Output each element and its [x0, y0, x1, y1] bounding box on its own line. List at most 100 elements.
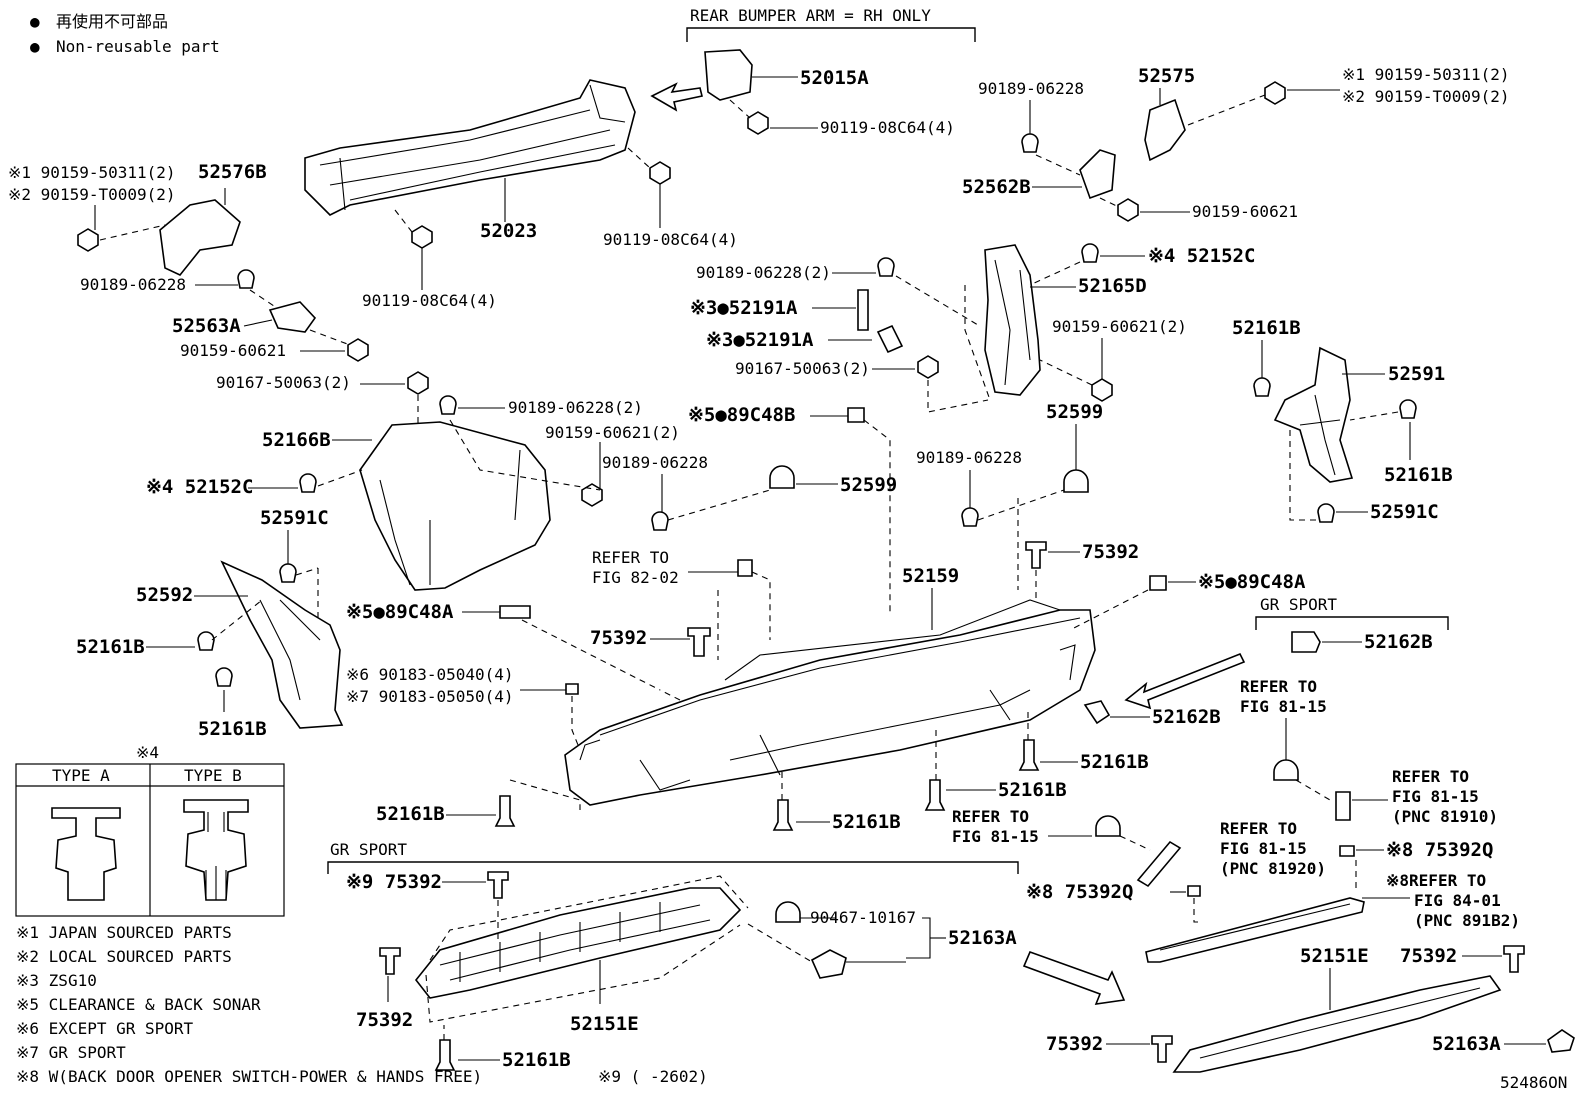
- retainer-icon: [487, 871, 509, 899]
- bolt-icon: [747, 111, 769, 135]
- label-52575: 52575: [1138, 65, 1195, 87]
- cover-52163A-right-drawing: [1547, 1029, 1575, 1053]
- label-52023: 52023: [480, 220, 537, 242]
- direction-arrow-icon: [1124, 652, 1246, 710]
- refer-81-15-d-line1: REFER TO: [1220, 819, 1297, 838]
- refer-82-02-line2: FIG 82-02: [592, 568, 679, 587]
- label-52591: 52591: [1388, 363, 1445, 385]
- label-x5-89C48A-left: ※5●89C48A: [346, 601, 454, 623]
- bolt-icon: [1117, 198, 1139, 222]
- label-52591C-right: 52591C: [1370, 501, 1439, 523]
- bolt-icon: [649, 161, 671, 185]
- type-a-header: TYPE A: [52, 766, 110, 785]
- label-75392-d: 75392: [1400, 945, 1457, 967]
- garnish-52151E-right-drawing: [1172, 975, 1502, 1073]
- refer-81-15-b-line1: REFER TO: [1392, 767, 1469, 786]
- clip-icon: [565, 683, 579, 695]
- type-b-header: TYPE B: [184, 766, 242, 785]
- note-6: ※6 EXCEPT GR SPORT: [16, 1019, 194, 1038]
- note-1: ※1 JAPAN SOURCED PARTS: [16, 923, 232, 942]
- label-90159-60621-2-a: 90159-60621(2): [545, 423, 680, 442]
- label-52165D: 52165D: [1078, 275, 1147, 297]
- label-x8-75392Q-b: ※8 75392Q: [1026, 881, 1133, 903]
- middle-upper-group: 90189-06228(2) ※3●52191A ※3●52191A 90167…: [602, 257, 989, 615]
- clip-icon: [651, 511, 669, 531]
- clip-icon: [924, 779, 946, 811]
- clip-icon: [439, 395, 457, 415]
- bolt-icon: [581, 483, 603, 507]
- center-sensor-group: ※5●89C48A ※6 90183-05040(4) ※7 90183-050…: [346, 548, 771, 751]
- label-52592: 52592: [136, 584, 193, 606]
- label-52599-a: 52599: [840, 474, 897, 496]
- part-52165D-group: ※4 52152C 52165D 90159-60621(2) 52599 90…: [916, 243, 1255, 590]
- label-52161B-mid-1: 52161B: [1080, 751, 1149, 773]
- note-5: ※5 CLEARANCE & BACK SONAR: [16, 995, 261, 1014]
- label-90159-60621-left: 90159-60621: [180, 341, 286, 360]
- gr-sport-header-upper: GR SPORT: [1260, 595, 1337, 614]
- label-x1-90159-50311-left: ※1 90159-50311(2): [8, 163, 176, 182]
- clip-icon: [877, 257, 895, 277]
- gr-sport-right-group: GR SPORT 52162B: [1255, 595, 1449, 653]
- label-90467-10167: 90467-10167: [810, 908, 916, 927]
- label-90119-08C64-c: 90119-08C64(4): [362, 291, 497, 310]
- clip-icon: [279, 563, 297, 583]
- label-x8-75392Q-a: ※8 75392Q: [1386, 839, 1493, 861]
- sensor-bracket-icon: [499, 605, 531, 619]
- label-75392-e: 75392: [1046, 1033, 1103, 1055]
- switch-strip-group: ※8 75392Q ※8 75392Q ※8REFER TO FIG 84-01…: [1026, 839, 1520, 963]
- notes: ※1 JAPAN SOURCED PARTS ※2 LOCAL SOURCED …: [16, 923, 1567, 1092]
- refer-81-15-a-line1: REFER TO: [1240, 677, 1317, 696]
- label-x5-89C48B: ※5●89C48B: [688, 404, 795, 426]
- clip-icon: [197, 631, 215, 651]
- sensor-bracket-icon: [1149, 575, 1167, 591]
- cover-52163A-drawing: [810, 949, 847, 979]
- refer-81-15-c-line2: FIG 81-15: [952, 827, 1039, 846]
- refer-81-15-a-line2: FIG 81-15: [1240, 697, 1327, 716]
- rear-bumper-arm-bracket: [686, 27, 976, 42]
- label-52166B: 52166B: [262, 429, 331, 451]
- label-52162B-a: 52162B: [1152, 706, 1221, 728]
- refer-84-01-line1: ※8REFER TO: [1386, 871, 1486, 890]
- clip-icon: [1081, 243, 1099, 263]
- retainer-icon: [1025, 541, 1047, 569]
- reflector-81920-drawing: [1136, 840, 1182, 888]
- refer-81-15-b-line2: FIG 81-15: [1392, 787, 1479, 806]
- refer-84-01-line3: (PNC 891B2): [1414, 911, 1520, 930]
- label-x6-90183-05040: ※6 90183-05040(4): [346, 665, 514, 684]
- legend-marker-jp: ●: [30, 12, 40, 31]
- clip-icon: [961, 507, 979, 527]
- label-x7-90183-05050: ※7 90183-05050(4): [346, 687, 514, 706]
- grommet-icon: [1063, 469, 1089, 493]
- upper-right-group: 90189-06228 52562B 90159-60621 52575 ※1 …: [962, 65, 1510, 222]
- label-52161B-left-2: 52161B: [198, 718, 267, 740]
- refer-81-15-d-line3: (PNC 81920): [1220, 859, 1326, 878]
- bracket-52576B-drawing: [159, 199, 241, 276]
- retainer-icon: [687, 627, 711, 657]
- label-52591C-left: 52591C: [260, 507, 329, 529]
- label-52163A-b: 52163A: [1432, 1033, 1501, 1055]
- part-52576B-group: ※1 90159-50311(2) ※2 90159-T0009(2) 5257…: [8, 161, 369, 362]
- label-75392-c: 75392: [356, 1009, 413, 1031]
- clip-type-b-icon: [183, 799, 249, 901]
- label-52562B: 52562B: [962, 176, 1031, 198]
- retainer-icon: [379, 947, 401, 975]
- label-52161B-right-2: 52161B: [1384, 464, 1453, 486]
- label-52163A-a: 52163A: [948, 927, 1017, 949]
- label-75392-a: 75392: [590, 627, 647, 649]
- part-52166B-group: 90167-50063(2) 90189-06228(2) 90159-6062…: [146, 371, 680, 591]
- label-52161B-mid-2: 52161B: [998, 779, 1067, 801]
- clip-icon: [1399, 399, 1417, 419]
- grommet-icon: [1095, 815, 1121, 837]
- retainer-icon: [1151, 1035, 1173, 1063]
- legend-jp-text: 再使用不可部品: [56, 12, 168, 31]
- label-x3-52191A-b: ※3●52191A: [706, 329, 814, 351]
- note-8: ※8 W(BACK DOOR OPENER SWITCH-POWER & HAN…: [16, 1067, 482, 1086]
- bolt-icon: [347, 338, 369, 362]
- note-3: ※3 ZSG10: [16, 971, 97, 990]
- screw-icon: [407, 371, 429, 395]
- clip-icon: [1317, 503, 1335, 523]
- clip-icon: [237, 269, 255, 289]
- direction-arrow-icon: [650, 82, 703, 112]
- label-x5-89C48A-right: ※5●89C48A: [1198, 571, 1306, 593]
